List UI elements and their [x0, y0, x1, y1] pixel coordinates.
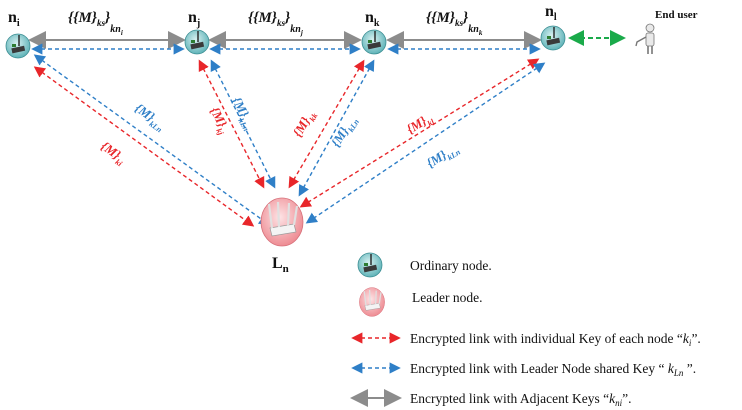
- svg-text:ni: ni: [8, 9, 20, 29]
- red-key-label-nl: {M}kl: [404, 109, 437, 139]
- legend-ordinary-label: Ordinary node.: [410, 258, 492, 273]
- leader-key-link-nj: [210, 59, 276, 189]
- red-key-label-ni: {M}ki: [97, 138, 130, 169]
- individual-key-link-nj: [198, 59, 265, 189]
- leader-node: Ln: [259, 196, 305, 275]
- red-key-label-nj: {M}kj: [205, 104, 234, 137]
- blue-key-label-nl: {M}kLn: [424, 140, 463, 174]
- legend-leader-node: Leader node.: [358, 286, 482, 318]
- svg-text:nk: nk: [365, 9, 380, 29]
- svg-text:{{M}ks}knj: {{M}ks}knj: [248, 10, 303, 37]
- svg-text:Encrypted link with individual: Encrypted link with individual Key of ea…: [410, 331, 701, 348]
- ordinary-node-nj: nj: [184, 9, 210, 55]
- leader-key-link-ni: [33, 54, 271, 226]
- svg-text:{{M}ks}kni: {{M}ks}kni: [68, 10, 123, 37]
- ordinary-node-nk: nk: [361, 9, 387, 55]
- legend-blue-link: Encrypted link with Leader Node shared K…: [351, 361, 696, 378]
- end-user-label: End user: [655, 9, 698, 21]
- svg-text:Encrypted link with Leader Nod: Encrypted link with Leader Node shared K…: [410, 361, 696, 378]
- svg-text:nj: nj: [188, 9, 200, 29]
- legend-red-link: Encrypted link with individual Key of ea…: [351, 331, 701, 348]
- adjacent-key-label-2: {{M}ks}knj: [248, 10, 303, 37]
- legend: Ordinary node. Leader node. Encrypted li…: [350, 252, 701, 408]
- adjacent-key-label-3: {{M}ks}knk: [426, 10, 483, 37]
- individual-key-link-ni: [33, 66, 255, 227]
- person-icon: [635, 23, 655, 54]
- legend-grey-link: Encrypted link with Adjacent Keys “kni”.: [350, 389, 631, 408]
- svg-text:nl: nl: [545, 3, 557, 23]
- leader-key-link-nl: [305, 62, 546, 224]
- red-key-label-nk: {M}kk: [290, 107, 320, 141]
- ordinary-node-nl: nl: [540, 3, 566, 51]
- adjacent-key-label-1: {{M}ks}kni: [68, 10, 123, 37]
- blue-key-label-ni: {M}kLn: [131, 100, 170, 135]
- svg-text:Encrypted link with Adjacent K: Encrypted link with Adjacent Keys “kni”.: [410, 391, 631, 408]
- blue-key-label-nj: {M}kLn: [227, 94, 259, 133]
- legend-leader-label: Leader node.: [412, 290, 482, 305]
- svg-text:{{M}ks}knk: {{M}ks}knk: [426, 10, 483, 37]
- end-user: End user: [635, 9, 698, 54]
- legend-ordinary-node: Ordinary node.: [357, 252, 492, 278]
- svg-text:Ln: Ln: [272, 255, 289, 275]
- blue-key-label-nk: {M}kLn: [328, 112, 362, 151]
- ordinary-node-ni: ni: [5, 9, 31, 59]
